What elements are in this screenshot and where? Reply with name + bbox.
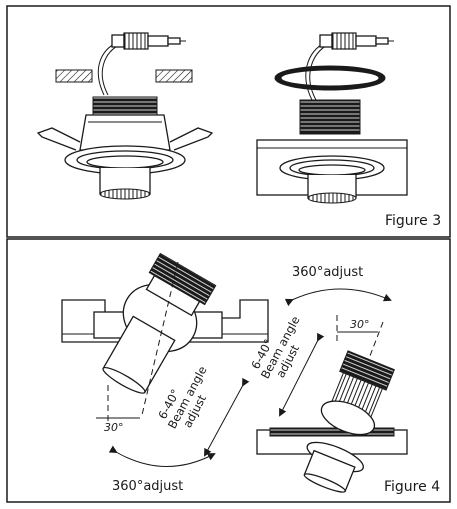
threaded-body — [299, 99, 361, 135]
fig4-left-tilted-lamp: 30° 360°adjust 6-40° Beam angle adjust — [61, 252, 269, 494]
ceiling-section-right — [155, 69, 193, 83]
right-rotation-label: 360°adjust — [292, 265, 363, 280]
fig3-spring-clip-lamp — [36, 32, 214, 200]
right-tilt-label: 30° — [350, 318, 370, 331]
connector-plug-icon — [111, 32, 186, 50]
ceiling-section-left — [55, 69, 93, 83]
tilt-axis — [141, 261, 179, 416]
right-rotation-arrow — [284, 288, 392, 307]
fig3-square-trim-lamp — [256, 32, 408, 204]
left-beam-arrow — [204, 377, 250, 457]
panel-bottom-border — [6, 238, 451, 503]
threaded-cap — [92, 96, 158, 116]
left-tilt-label: 30° — [104, 421, 124, 434]
left-rotation-arrow — [108, 445, 216, 467]
panel-top-border — [6, 5, 451, 238]
left-rotation-label: 360°adjust — [112, 479, 183, 494]
connector-plug-icon-right — [319, 32, 394, 50]
fig4-right-tilted-lamp: 360°adjust 30° 6-40° Beam angle adjust — [248, 265, 408, 493]
figure-3-label: Figure 3 — [385, 213, 441, 229]
left-beam-text: 6-40° Beam angle adjust — [153, 354, 222, 437]
figure-4-label: Figure 4 — [384, 479, 440, 495]
right-beam-arrow — [279, 332, 325, 417]
